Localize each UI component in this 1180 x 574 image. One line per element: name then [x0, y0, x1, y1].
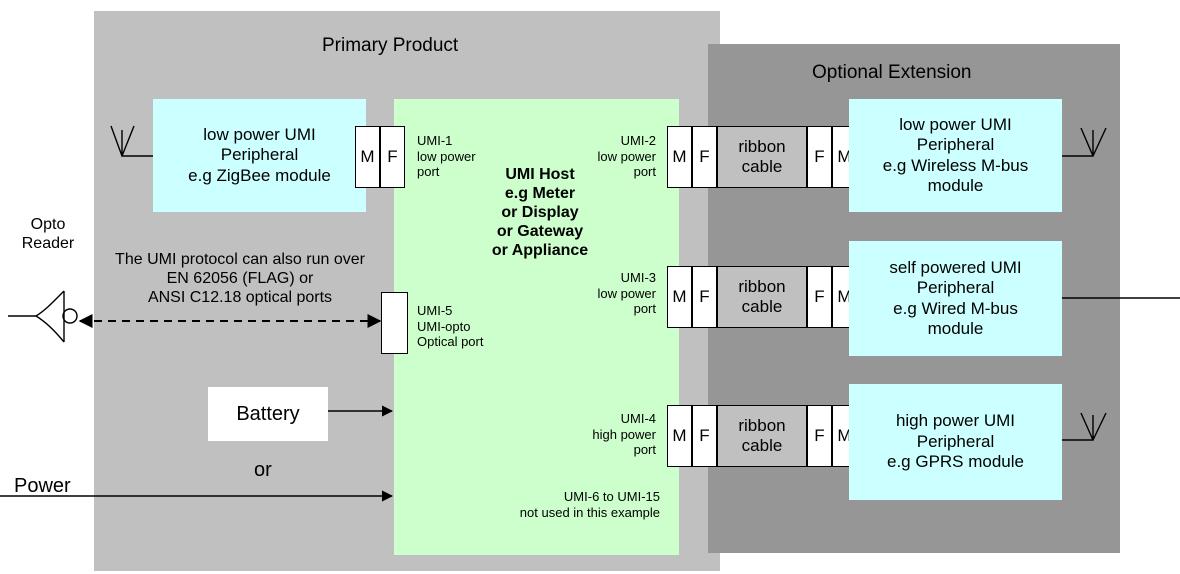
host-connector-f-1: F [692, 126, 717, 188]
optional-extension-title: Optional Extension [812, 62, 972, 83]
antenna-right-3-icon [1062, 412, 1107, 441]
umi5-optical-port [381, 292, 408, 354]
opto-reader-icon [34, 290, 65, 343]
umi-host-label: UMI Host e.g Meter or Display or Gateway… [491, 166, 589, 259]
host-connector-m-1: M [667, 126, 692, 188]
power-label: Power [14, 475, 71, 497]
wired-mbus-peripheral: self powered UMI Peripheral e.g Wired M-… [849, 241, 1062, 356]
ribbon-cable-2: ribbon cable [717, 266, 807, 328]
left-connector-m: M [355, 126, 380, 188]
battery-label: Battery [236, 402, 300, 425]
umi3-port-label: UMI-3 low power port [597, 270, 656, 317]
opto-reader-label: Opto Reader [21, 216, 75, 253]
umi-host-box [394, 99, 679, 555]
ext-connector-f-3: F [807, 405, 832, 467]
or-label: or [254, 459, 272, 481]
zigbee-peripheral: low power UMI Peripheral e.g ZigBee modu… [153, 99, 366, 212]
host-connector-m-3: M [667, 405, 692, 467]
host-connector-m-2: M [667, 266, 692, 328]
opto-note: The UMI protocol can also run over EN 62… [115, 251, 365, 307]
ext-connector-f-1: F [807, 126, 832, 188]
wired-mbus-label: self powered UMI Peripheral e.g Wired M-… [889, 257, 1022, 338]
host-connector-f-2: F [692, 266, 717, 328]
umi6-15-label: UMI-6 to UMI-15 not used in this example [519, 489, 660, 520]
ribbon-cable-3: ribbon cable [717, 405, 807, 467]
zigbee-peripheral-label: low power UMI Peripheral e.g ZigBee modu… [188, 124, 331, 185]
wireless-mbus-label: low power UMI Peripheral e.g Wireless M-… [882, 114, 1029, 195]
gprs-peripheral: high power UMI Peripheral e.g GPRS modul… [849, 384, 1062, 500]
umi5-port-label: UMI-5 UMI-opto Optical port [417, 303, 484, 350]
battery-box: Battery [208, 387, 328, 441]
left-connector-f: F [380, 126, 405, 188]
umi4-port-label: UMI-4 high power port [592, 411, 656, 458]
ext-connector-f-2: F [807, 266, 832, 328]
host-connector-f-3: F [692, 405, 717, 467]
primary-product-title: Primary Product [322, 35, 459, 56]
gprs-label: high power UMI Peripheral e.g GPRS modul… [886, 411, 1024, 472]
ribbon-cable-1: ribbon cable [717, 126, 807, 188]
wireless-mbus-peripheral: low power UMI Peripheral e.g Wireless M-… [849, 99, 1062, 212]
antenna-right-1-icon [1062, 127, 1107, 157]
umi2-port-label: UMI-2 low power port [597, 133, 656, 180]
umi1-port-label: UMI-1 low power port [417, 133, 476, 180]
ext-connector-m-3: M [832, 405, 857, 467]
